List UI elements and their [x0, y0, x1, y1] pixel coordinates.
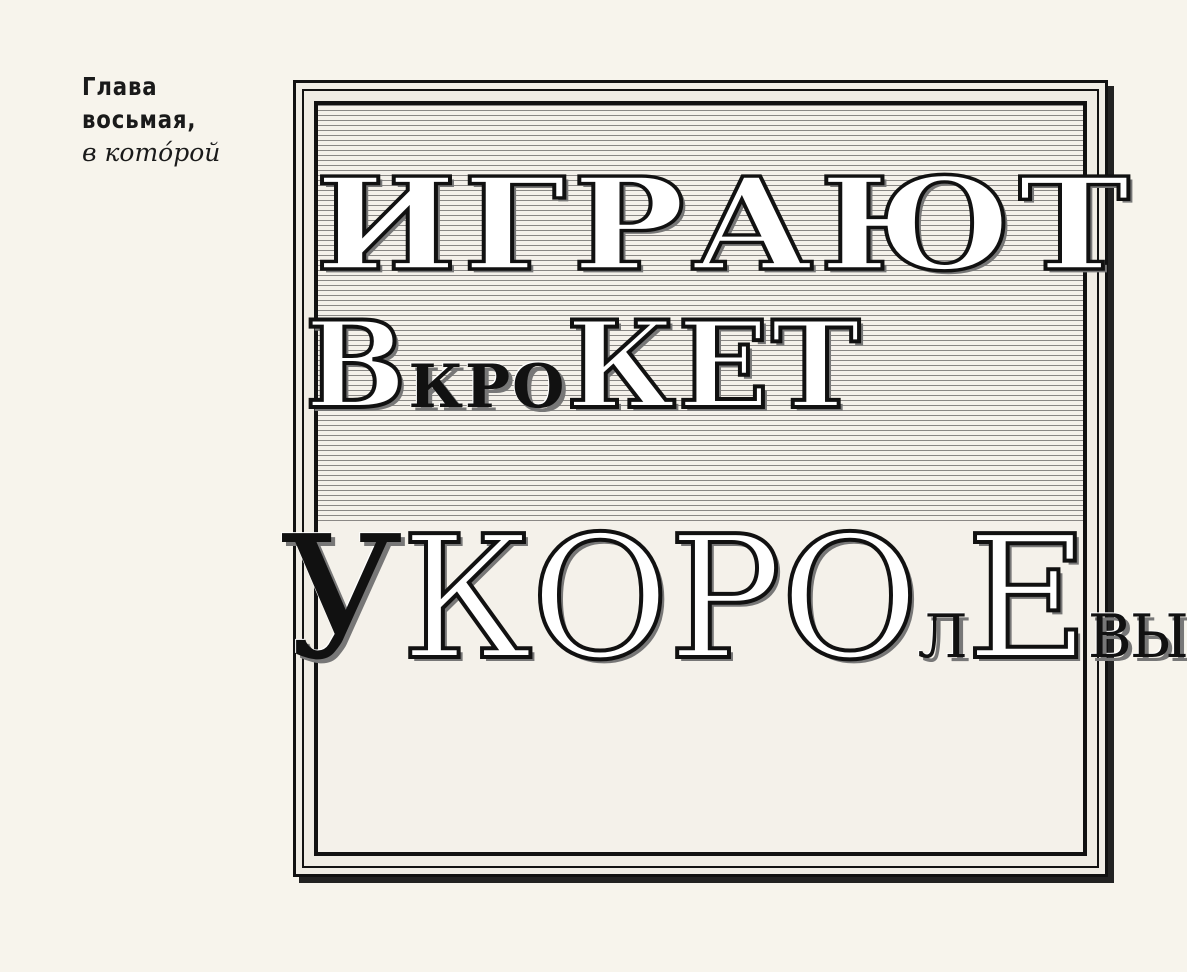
chapter-heading-line3: в кото́рой — [82, 138, 221, 167]
title-line-u-korolevy: УКОРОЛЕВЫ — [280, 498, 1187, 700]
title-small-l: Л — [917, 602, 968, 672]
illustration-panel — [314, 101, 1087, 856]
title-rest-ket: КЕТ — [564, 293, 863, 438]
hatched-background — [318, 105, 1083, 525]
chapter-heading-line2: восьмая, — [82, 105, 197, 134]
chapter-heading-line1: Глава — [82, 72, 158, 101]
title-koro: КОРО — [399, 498, 922, 700]
title-e: Е — [964, 498, 1092, 700]
title-line-v-kroket: ВКРОКЕТ — [303, 293, 863, 438]
title-end-vy: ВЫ — [1087, 602, 1187, 672]
title-letter-v: В — [303, 293, 409, 438]
title-small-kro: КРО — [408, 352, 567, 422]
title-letter-u: У — [280, 500, 403, 698]
illustration-frame — [293, 80, 1108, 877]
title-word-igrayut: ИГРАЮТ — [313, 148, 1136, 301]
chapter-heading: Глава восьмая, в кото́рой — [82, 70, 220, 169]
